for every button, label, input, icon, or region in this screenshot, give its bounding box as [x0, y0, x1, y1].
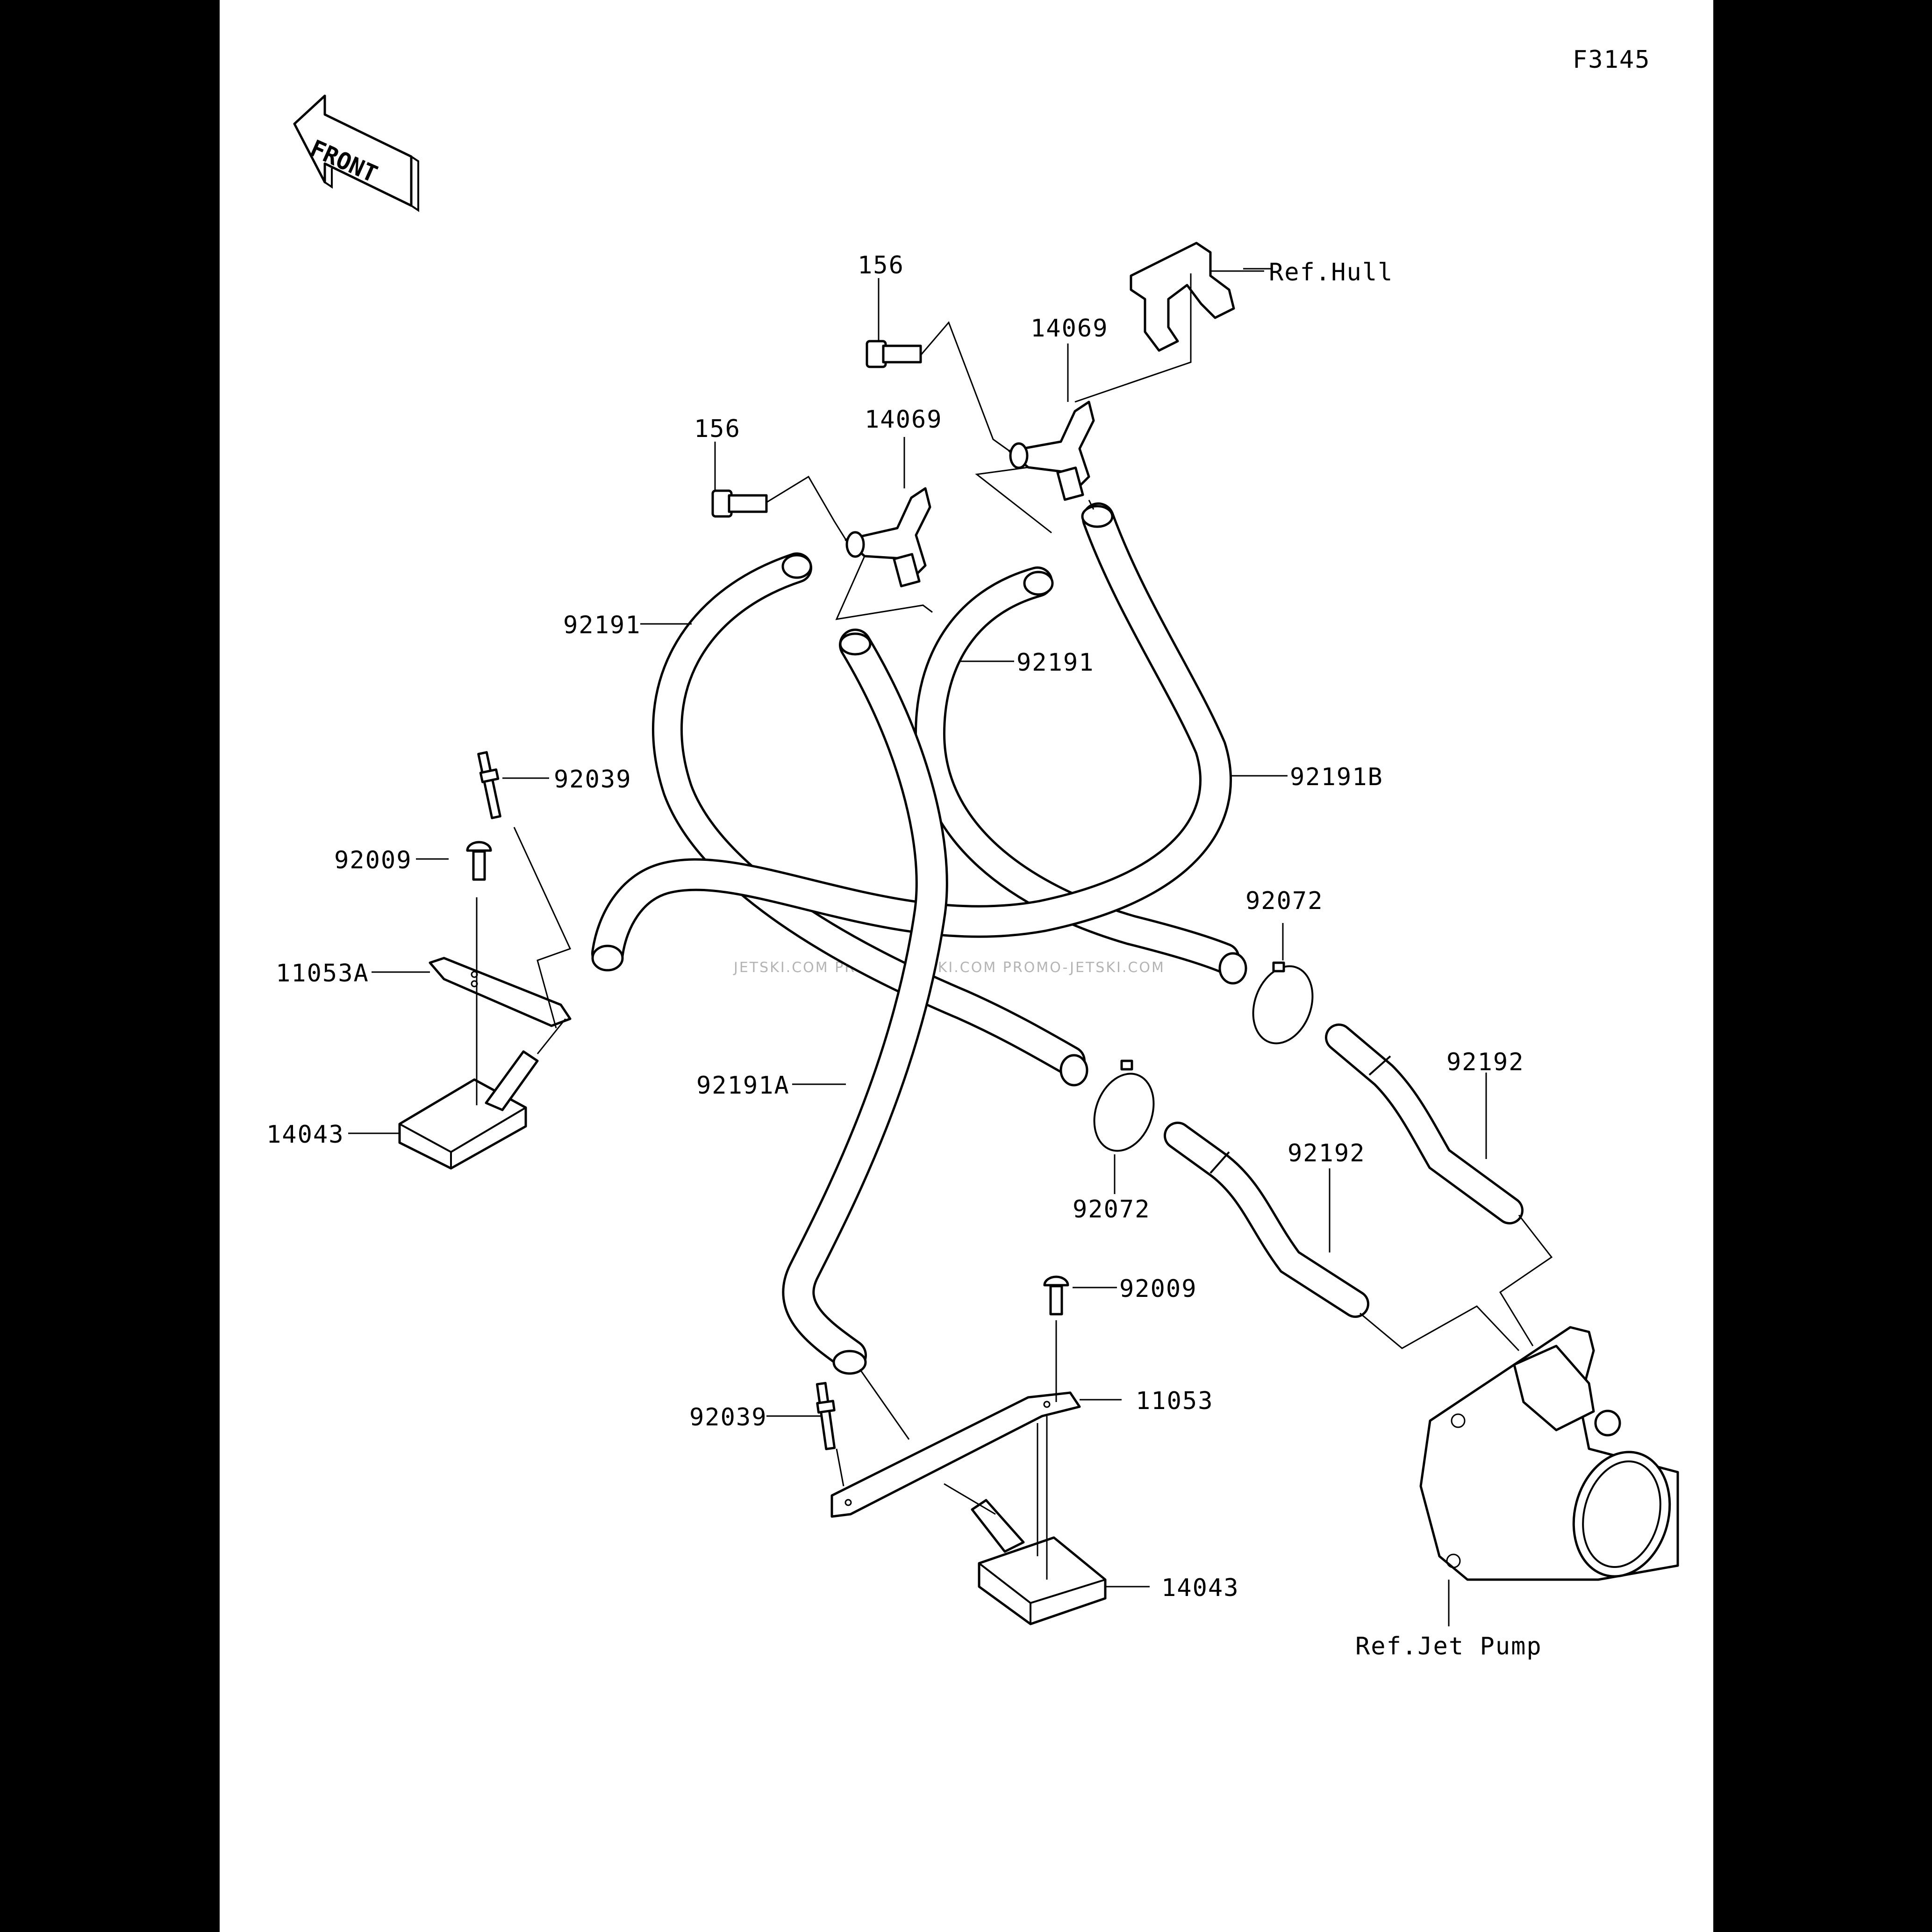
screw-92009-bot	[1043, 1275, 1069, 1316]
clamp-92072-mid	[1093, 1059, 1155, 1152]
label-92192-mid: 92192	[1288, 1139, 1366, 1167]
front-arrow-icon: FRONT	[293, 94, 419, 212]
plate-11053a	[429, 957, 572, 1027]
hose-92191a	[782, 629, 948, 1375]
label-ref-hull: Ref.Hull	[1269, 258, 1393, 286]
strainer-14043-bot	[971, 1499, 1107, 1625]
label-92192-right: 92192	[1446, 1048, 1524, 1076]
label-92039-top: 92039	[554, 766, 632, 794]
fitting-14069-top	[1008, 401, 1095, 501]
hull-bracket	[1130, 242, 1235, 352]
label-92072-right: 92072	[1245, 887, 1324, 915]
label-14069-mid: 14069	[865, 406, 943, 434]
label-156-top: 156	[858, 251, 904, 279]
label-14069-top: 14069	[1030, 315, 1109, 343]
plate-11053	[830, 1391, 1081, 1518]
hose-92191-mid	[914, 566, 1247, 985]
clamp-92072-right	[1252, 961, 1314, 1045]
hose-92191-left	[652, 552, 1088, 1087]
label-92191a: 92191A	[696, 1072, 790, 1100]
label-92009-top: 92009	[334, 846, 412, 874]
label-ref-jet-pump: Ref.Jet Pump	[1355, 1632, 1542, 1660]
label-92191-left: 92191	[563, 611, 641, 639]
figure-code: F3145	[1573, 46, 1651, 74]
label-11053a: 11053A	[276, 959, 369, 987]
label-11053: 11053	[1136, 1387, 1214, 1415]
fitting-14069-mid	[844, 487, 931, 587]
hose-92192-right	[1325, 1023, 1524, 1224]
label-14043-bot: 14043	[1161, 1574, 1239, 1602]
strainer-14043-left	[398, 1050, 539, 1170]
label-92072-mid: 92072	[1073, 1195, 1151, 1224]
label-14043-left: 14043	[266, 1121, 344, 1149]
jet-pump-housing	[1419, 1326, 1679, 1581]
label-156-mid: 156	[694, 415, 741, 443]
screw-92009-top	[466, 841, 492, 881]
label-92191b: 92191B	[1290, 763, 1383, 791]
diagram-sheet	[220, 0, 1713, 1932]
rivet-92039-top	[477, 751, 501, 819]
leader-lines	[348, 268, 1553, 1626]
bolt-156-top	[866, 340, 922, 368]
watermark: JETSKI.COM PROMO-JETSKI.COM PROMO-JETSKI…	[733, 959, 1165, 976]
hose-92192-mid	[1164, 1122, 1369, 1318]
bolt-156-mid	[711, 489, 768, 518]
label-92039-bot: 92039	[689, 1403, 767, 1431]
label-92009-bot: 92009	[1119, 1275, 1197, 1303]
hose-92191b	[591, 502, 1232, 972]
label-92191-mid: 92191	[1016, 649, 1095, 677]
